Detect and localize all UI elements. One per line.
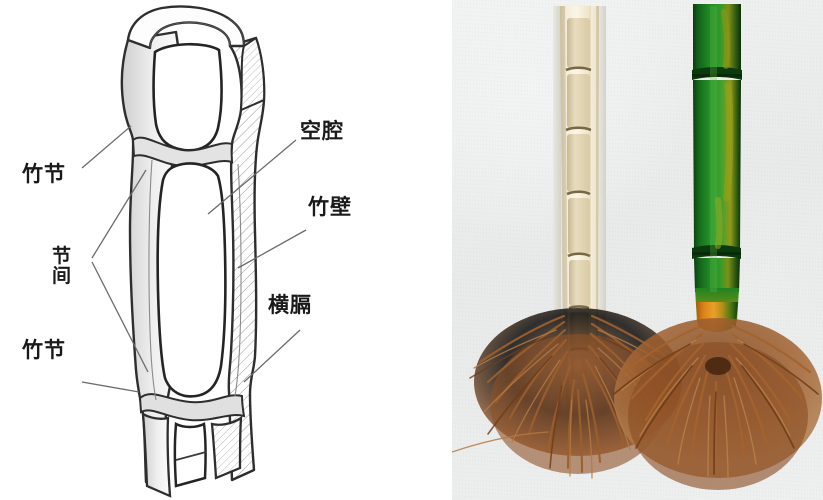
culm-top-rim — [126, 5, 246, 50]
culm-inner-contour-a — [148, 159, 157, 401]
label-bamboo-node-top: 竹节 — [22, 162, 66, 186]
right-culm-streaks — [715, 9, 734, 249]
culm-bottom-right-leg — [210, 415, 243, 480]
photo-panel — [452, 0, 823, 500]
node-upper-band — [131, 136, 234, 168]
culm-top-rim-inner-shadow — [149, 21, 231, 49]
diagram-panel: 竹节 节间 竹节 空腔 竹壁 横膈 — [22, 5, 352, 498]
specimen-right-culm — [692, 4, 742, 332]
left-culm-sheath-left — [553, 6, 561, 418]
right-culm-segment-low — [694, 258, 740, 292]
leader-jie-bottom — [81, 381, 140, 393]
culm-top-rim-outer-crease — [227, 17, 245, 47]
leader-jiejian-a — [91, 169, 147, 259]
label-transverse-septum: 横膈 — [268, 293, 312, 317]
left-culm-node-lines — [565, 66, 592, 352]
left-culm-highlight — [591, 6, 596, 406]
culm-bottom-cavity — [173, 422, 207, 488]
root-dark-hollow — [705, 357, 731, 375]
cavity-upper — [152, 42, 223, 152]
left-culm-sheath-right — [598, 6, 606, 416]
label-bamboo-node-bottom: 竹节 — [22, 338, 66, 362]
right-culm-highlight — [710, 6, 717, 292]
culm-inner-contour-b — [234, 163, 242, 397]
cavity-central — [156, 162, 227, 398]
root-mass-right — [613, 318, 822, 490]
culm-bottom-step-crease — [175, 451, 207, 461]
right-culm-node-rings — [692, 67, 742, 259]
culm-outline-group — [120, 5, 266, 498]
bamboo-section-drawing — [81, 5, 307, 498]
leader-hengge — [243, 329, 301, 383]
label-bamboo-wall: 竹壁 — [308, 195, 352, 219]
node-lower-band — [138, 393, 246, 422]
leader-lines — [81, 125, 307, 393]
label-cavity: 空腔 — [300, 119, 344, 143]
label-internode: 节间 — [52, 245, 72, 287]
leader-jiejian-b — [91, 261, 149, 373]
culm-top-right-shoulder — [239, 36, 266, 112]
bamboo-specimens-photo — [452, 4, 822, 490]
leader-jie-top — [81, 125, 132, 169]
leader-zhubi — [237, 229, 307, 269]
leader-kongqiang — [207, 139, 297, 215]
culm-bottom-left-leg — [141, 411, 172, 498]
